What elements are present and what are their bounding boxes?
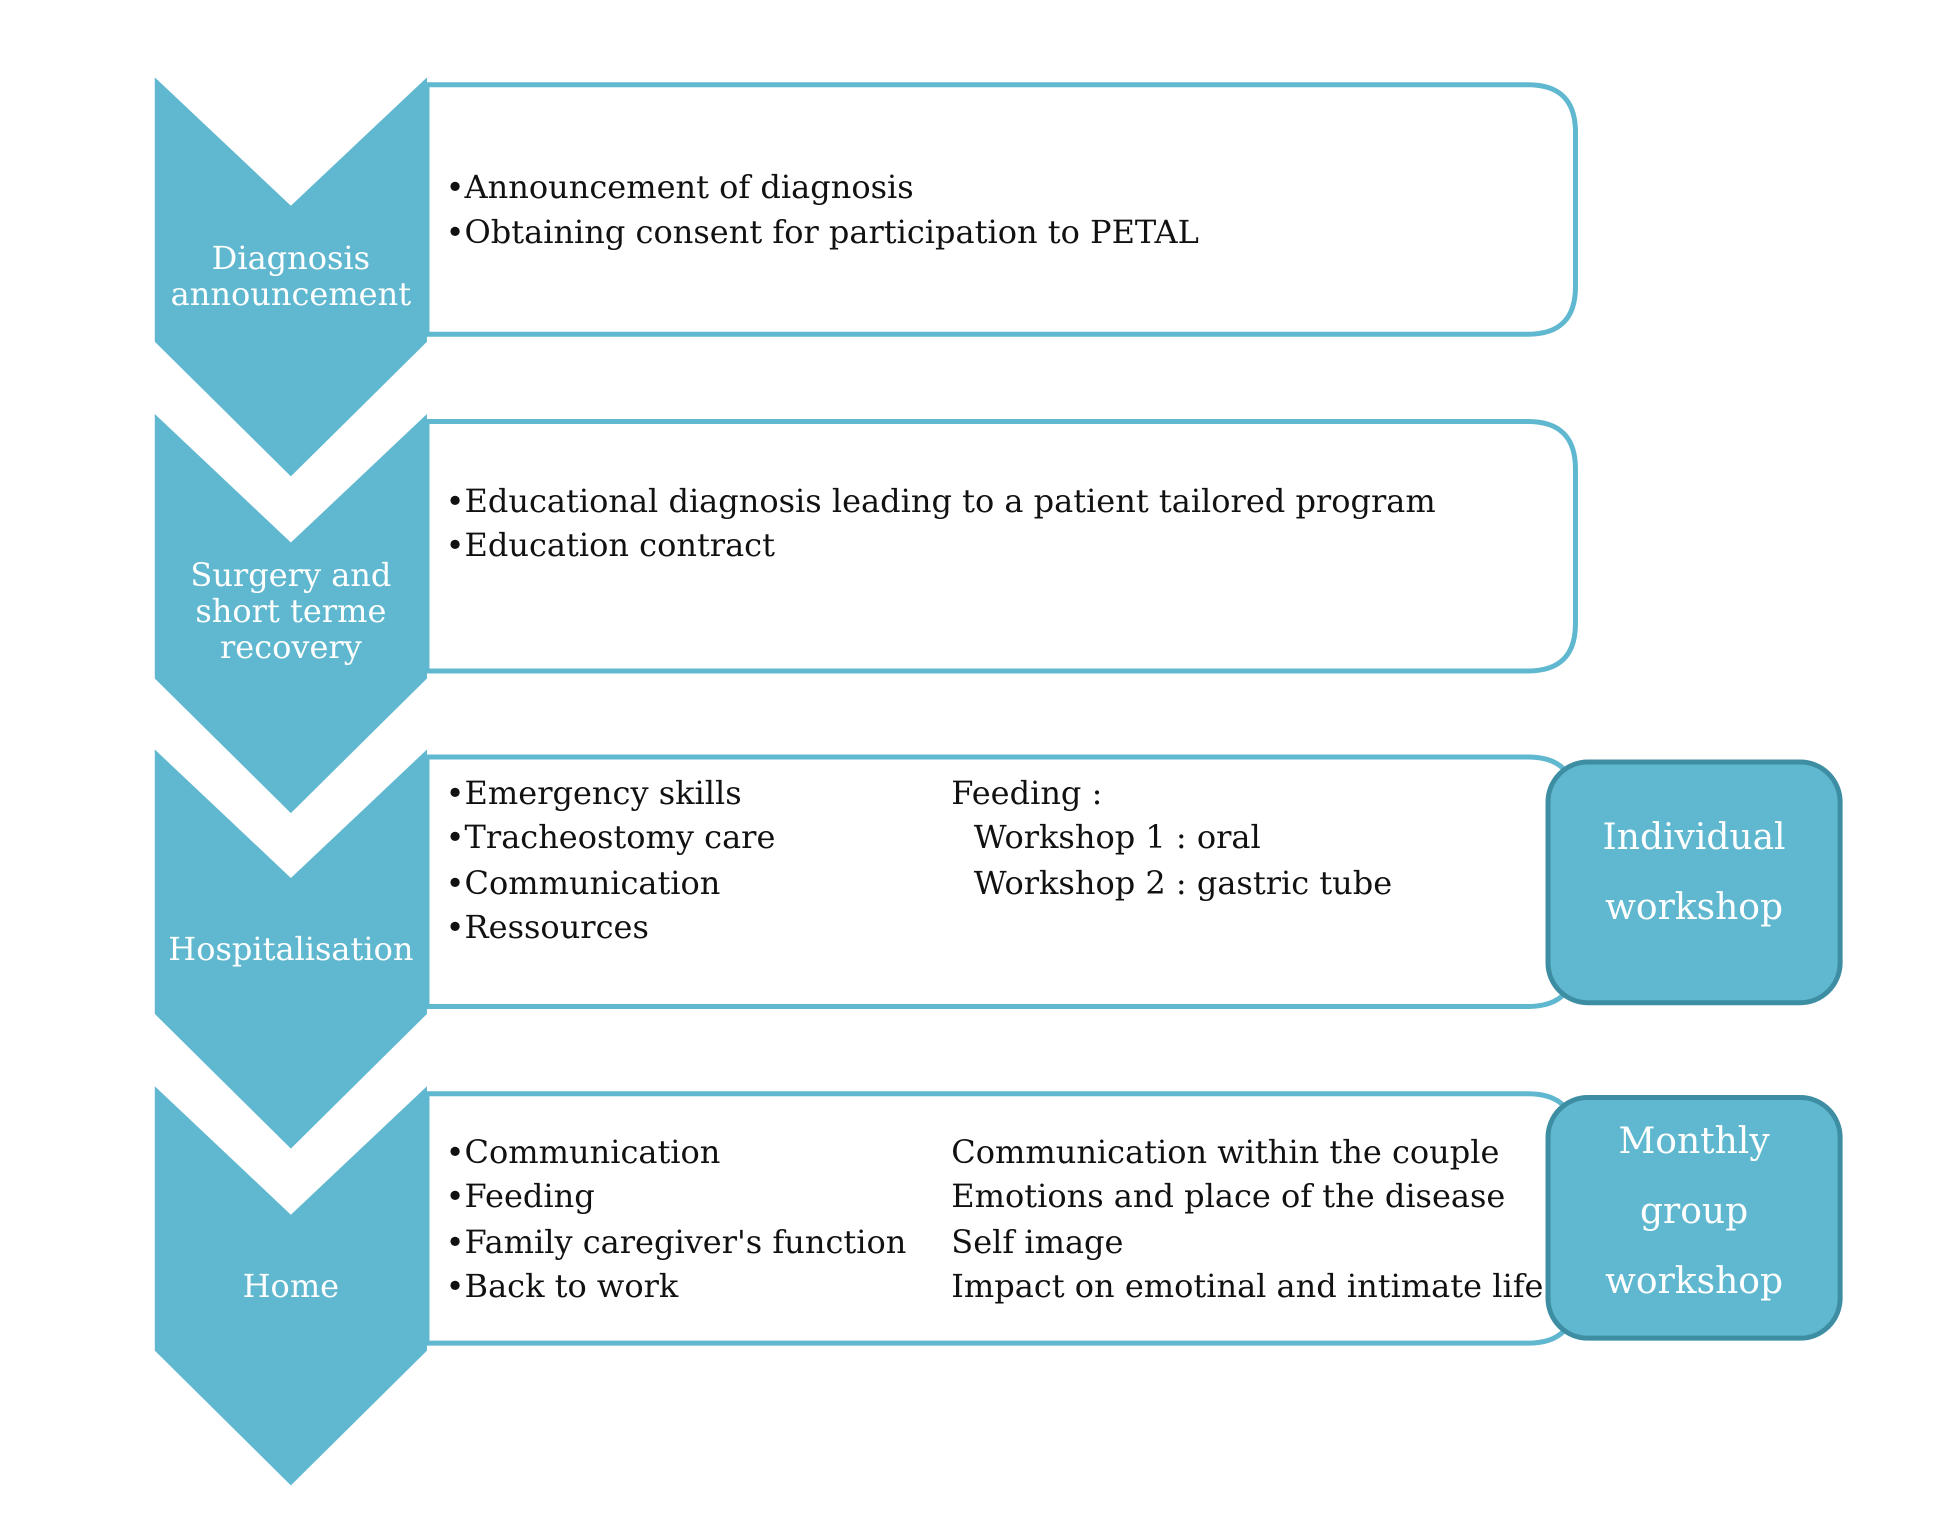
stage-content-box xyxy=(424,82,1578,337)
stage-item-secondary: Self image xyxy=(951,1223,1124,1262)
stage-item-secondary: Communication within the couple xyxy=(951,1133,1500,1172)
stage-chevron-arrow xyxy=(154,1086,427,1486)
stage-content-box xyxy=(424,1091,1578,1346)
stage-item: •Family caregiver's function xyxy=(445,1223,907,1262)
stage-item-secondary: Impact on emotinal and intimate life xyxy=(951,1266,1544,1305)
stage-item: •Communication xyxy=(445,863,721,902)
stage-item: •Emergency skills xyxy=(445,774,742,813)
stage-item-secondary: Workshop 1 : oral xyxy=(973,817,1261,856)
stage-item-secondary: Workshop 2 : gastric tube xyxy=(973,863,1393,902)
stage-label: Surgery and short terme recovery xyxy=(190,556,392,667)
workshop-label: Individual workshop xyxy=(1602,817,1786,929)
stage-label: Home xyxy=(242,1266,340,1305)
stage-chevron-arrow xyxy=(154,77,427,477)
stage-item-secondary: Feeding : xyxy=(951,774,1103,813)
workshop-label: Monthly group workshop xyxy=(1605,1121,1783,1303)
stage-item-secondary: Emotions and place of the disease xyxy=(951,1177,1506,1215)
stage-item: •Feeding xyxy=(445,1177,595,1215)
stage-item: •Educational diagnosis leading to a pati… xyxy=(445,482,1436,521)
stage-item: •Education contract xyxy=(445,525,775,564)
stage-item: •Communication xyxy=(445,1133,721,1172)
stage-content-box xyxy=(424,419,1578,674)
stage-item: •Obtaining consent for participation to … xyxy=(445,212,1199,251)
workshop-box xyxy=(1545,759,1843,1006)
stage-label: Hospitalisation xyxy=(168,930,414,969)
stage-item: •Back to work xyxy=(445,1266,679,1305)
stage-item: •Ressources xyxy=(445,907,649,946)
stage-chevron-arrow xyxy=(154,749,427,1149)
stage-item: •Tracheostomy care xyxy=(445,817,776,856)
stage-label: Diagnosis announcement xyxy=(170,238,412,313)
stage-chevron-arrow xyxy=(154,414,427,814)
stage-item: •Announcement of diagnosis xyxy=(445,168,914,207)
workshop-box xyxy=(1545,1094,1843,1341)
